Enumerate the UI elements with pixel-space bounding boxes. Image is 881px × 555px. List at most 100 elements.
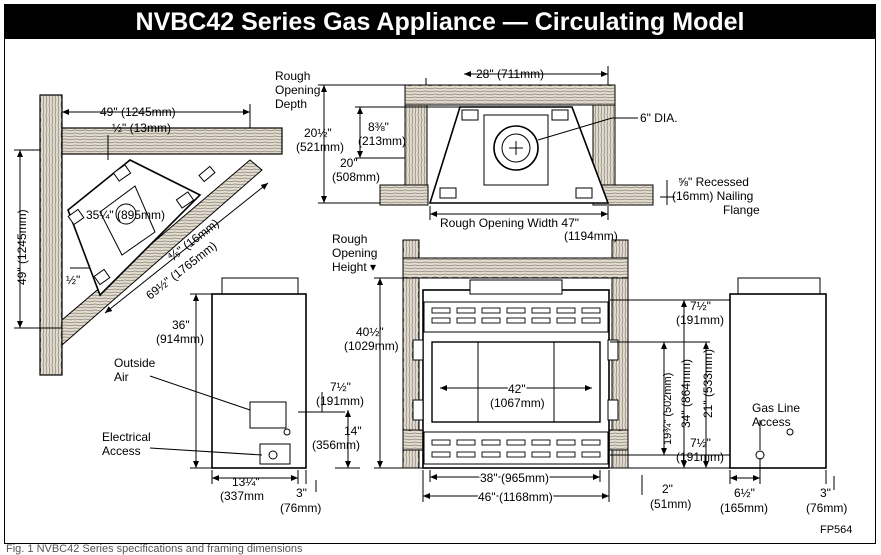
- front-louver-slot: [481, 317, 501, 324]
- front-louver-slot: [531, 317, 551, 324]
- front-louver-slot: [481, 451, 501, 458]
- corner-flange-label: ½" (13mm): [112, 121, 171, 135]
- front-base-in: 2": [662, 482, 673, 496]
- front-rough-height-line2: Opening: [332, 246, 377, 260]
- front-height-total-in: 40½": [356, 325, 384, 339]
- top-rough-depth-line3: Depth: [275, 97, 307, 111]
- front-hinge-1: [412, 339, 424, 361]
- front-louver-slot: [531, 439, 551, 446]
- front-height-body-label: 34" (864mm): [679, 359, 693, 428]
- corner-diag-outer-dim: [104, 182, 269, 314]
- front-louver-slot: [431, 439, 451, 446]
- front-louver-slot: [431, 451, 451, 458]
- top-block-3: [439, 187, 457, 199]
- front-louver-slot: [556, 317, 576, 324]
- top-block-1: [461, 109, 479, 121]
- front-louver-slot: [506, 439, 526, 446]
- front-louver-slot: [431, 317, 451, 324]
- front-inner-width-label: 38" (965mm): [480, 471, 549, 485]
- corner-stud-vertical: [39, 94, 63, 376]
- corner-diag-inner-label: 35¼" (895mm): [86, 208, 165, 222]
- front-bottom-offset-in: 7½": [690, 436, 711, 450]
- front-louver-slot: [456, 317, 476, 324]
- left-outside-air-line2: Air: [114, 370, 129, 384]
- front-louver-slot: [531, 307, 551, 314]
- right-side-view: [729, 277, 827, 469]
- left-height-in: 36": [172, 318, 190, 332]
- top-rough-depth-line2: Opening: [275, 83, 320, 97]
- left-depth-mm: (337mm: [220, 489, 264, 503]
- top-block-4: [575, 187, 593, 199]
- right-gas-line2: Access: [752, 415, 791, 429]
- front-height-side-label: 21" (533mm): [701, 349, 715, 418]
- front-top-offset-in: 7½": [690, 299, 711, 313]
- right-gas-port: [755, 450, 765, 460]
- corner-block-5: [198, 165, 216, 183]
- front-bottom-offset-mm: (191mm): [676, 450, 724, 464]
- right-offset-mm: (165mm): [720, 501, 768, 515]
- left-depth-in: 13¼": [232, 475, 260, 489]
- top-view: [379, 84, 654, 206]
- front-louver-slot: [556, 439, 576, 446]
- front-louver-slot: [581, 307, 601, 314]
- left-back-in: 3": [296, 486, 307, 500]
- left-air-offset-mm: (191mm): [316, 394, 364, 408]
- front-louver-slot: [506, 451, 526, 458]
- right-top-cap: [737, 277, 821, 295]
- left-outside-air-line1: Outside: [114, 356, 156, 370]
- top-recess-line3: Flange: [723, 203, 760, 217]
- left-back-mm: (76mm): [280, 501, 321, 515]
- corner-block-2: [67, 208, 85, 226]
- front-fire-width-mm: (1067mm): [490, 396, 545, 410]
- front-louver-slot: [506, 307, 526, 314]
- top-rough-depth-line1: Rough: [275, 69, 310, 83]
- left-unit-body: [211, 293, 307, 469]
- right-back-mm: (76mm): [806, 501, 847, 515]
- top-depth-body-mm: (508mm): [332, 170, 380, 184]
- figure-caption: Fig. 1 NVBC42 Series specifications and …: [6, 543, 303, 555]
- figure-code: FP564: [820, 524, 852, 536]
- front-firebox-glass: [431, 341, 601, 423]
- front-louver-slot: [456, 451, 476, 458]
- front-view: [402, 239, 629, 469]
- left-air-height-in: 14": [344, 424, 362, 438]
- left-air-height-mm: (356mm): [312, 438, 360, 452]
- corner-width-side-label: 49" (1245mm): [15, 209, 29, 285]
- front-louver-slot: [456, 439, 476, 446]
- right-offset-in: 6½": [734, 486, 755, 500]
- top-recess-line2: (16mm) Nailing: [672, 189, 753, 203]
- front-louver-slot: [581, 317, 601, 324]
- front-rough-height-line1: Rough: [332, 232, 367, 246]
- corner-beam-horizontal: [61, 127, 283, 155]
- left-top-cap: [221, 277, 299, 295]
- front-louver-slot: [556, 451, 576, 458]
- top-width-label: 28" (711mm): [476, 67, 544, 81]
- front-louver-slot: [581, 439, 601, 446]
- front-louver-slot: [581, 451, 601, 458]
- left-electrical-line1: Electrical: [102, 430, 151, 444]
- left-electrical-line2: Access: [102, 444, 141, 458]
- front-height-total-mm: (1029mm): [344, 339, 399, 353]
- front-top-offset-mm: (191mm): [676, 313, 724, 327]
- front-hinge-2: [412, 399, 424, 421]
- right-unit-body: [729, 293, 827, 469]
- right-gas-line1: Gas Line: [752, 401, 800, 415]
- front-louver-slot: [431, 307, 451, 314]
- top-depth-body-in: 20": [340, 156, 358, 170]
- front-louver-slot: [481, 439, 501, 446]
- top-vent-dia-label: 6" DIA.: [640, 111, 678, 125]
- left-air-offset-in: 7½": [330, 380, 351, 394]
- top-depth-inner-in: 8⅜": [368, 120, 389, 134]
- corner-side-offset-label: ½": [66, 273, 80, 287]
- front-height-inner-label: 19¾" (502mm): [662, 373, 674, 445]
- top-sill-left: [379, 184, 429, 206]
- front-louver-slot: [556, 307, 576, 314]
- top-depth-total-mm: (521mm): [296, 140, 344, 154]
- front-fire-width-in: 42": [508, 382, 526, 396]
- front-louver-slot: [506, 317, 526, 324]
- left-air-inlet: [249, 401, 287, 429]
- top-vent-leader: [537, 117, 613, 141]
- corner-width-top-label: 49" (1245mm): [100, 105, 176, 119]
- left-side-view: [211, 277, 307, 469]
